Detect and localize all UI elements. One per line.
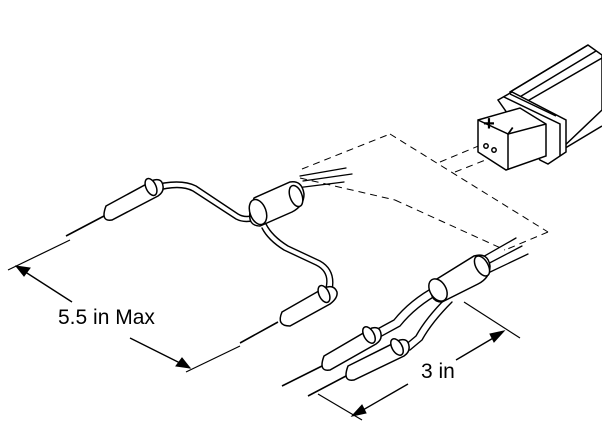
- polarity-plus-label: +: [483, 113, 495, 135]
- lead-length-label: 3 in: [421, 360, 455, 383]
- projection-lines: [299, 133, 549, 251]
- upper-test-pin: [65, 177, 164, 237]
- max-length-label: 5.5 in Max: [58, 306, 155, 329]
- panel-connector: [477, 44, 602, 171]
- pair-ferrule: [428, 254, 491, 303]
- lead-length-dimension: [317, 301, 521, 421]
- split-ferrule: [248, 181, 305, 227]
- max-length-dimension: [7, 239, 241, 373]
- lower-test-pin: [239, 284, 338, 344]
- pair-test-pin-1: [281, 326, 382, 387]
- split-cable: [149, 167, 353, 291]
- pair-test-pin-2: [307, 338, 410, 397]
